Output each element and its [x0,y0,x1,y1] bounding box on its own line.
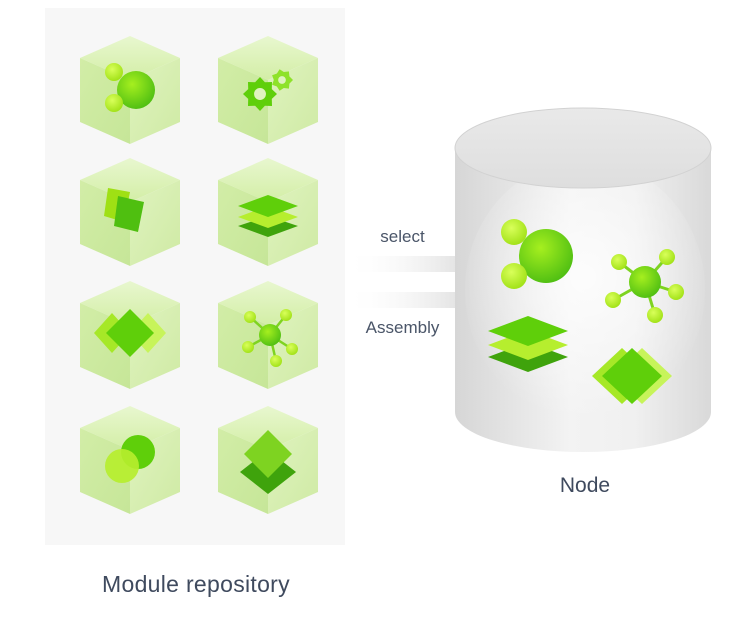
module-cube-double-diamond [80,281,180,389]
node-cylinder [454,107,712,452]
cube-right-face [130,180,180,266]
node-layers-icon [488,316,568,372]
module-cube-gears [218,36,318,144]
module-grid [80,36,318,514]
node-network-hub-icon [605,249,684,323]
nodes-cluster-icon [105,63,155,112]
overlapping-circles-icon [105,435,155,483]
cube-left-face [80,428,130,514]
gears-icon [243,69,293,111]
diamond-layers-icon [240,430,296,494]
select-label: select [380,227,425,246]
network-hub-icon [242,309,298,367]
module-cube-network-hub [218,281,318,389]
assembly-label: Assembly [365,318,440,337]
module-repository-label: Module repository [102,571,290,597]
module-cube-stacked-cards [80,158,180,266]
stacked-cards-icon [104,188,144,232]
cylinder-top [455,108,711,188]
module-cube-overlapping-circles [80,406,180,514]
module-cube-nodes-cluster [80,36,180,144]
connector [345,256,460,308]
module-cube-layers [218,158,318,266]
double-diamond-icon [94,309,166,357]
node-double-diamond-icon [592,348,672,404]
layers-icon [238,195,298,237]
node-label: Node [559,474,611,497]
cylinder-top-rim [454,107,712,189]
node-nodes-cluster-icon [501,219,573,289]
cube-left-face [218,58,268,144]
connector-band-top [345,256,460,272]
connector-band-bottom [345,292,460,308]
module-cube-diamond-layers [218,406,318,514]
